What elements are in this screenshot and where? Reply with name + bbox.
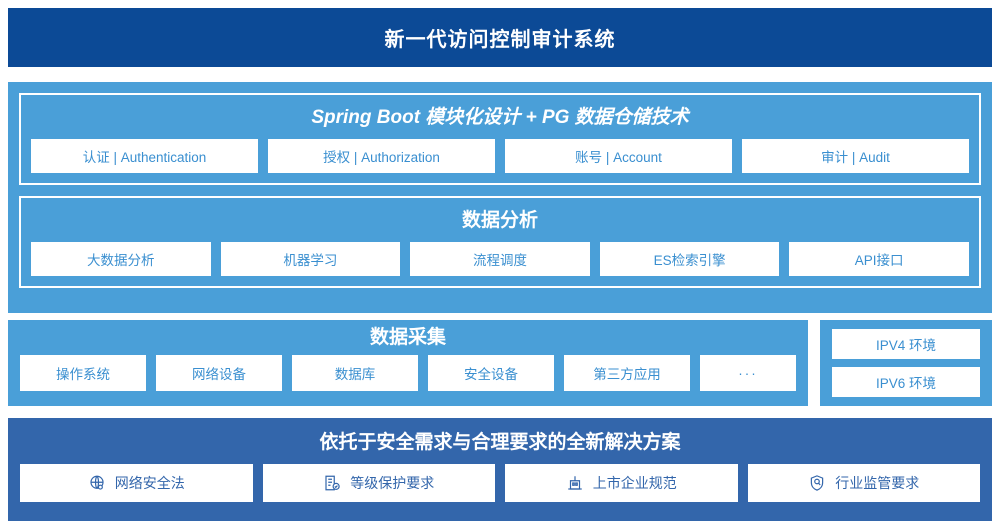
analysis-chip-row: 大数据分析 机器学习 流程调度 ES检索引擎 API接口 <box>31 242 969 276</box>
chip-label: 大数据分析 <box>87 253 155 268</box>
chip-label: 认证 | Authentication <box>82 150 207 165</box>
solution-panel: 依托于安全需求与合理要求的全新解决方案 网络安全法 <box>8 418 992 521</box>
chip-label: API接口 <box>854 253 904 268</box>
core-chip-authorization[interactable]: 授权 | Authorization <box>268 139 495 173</box>
chip-label: 操作系统 <box>56 367 110 382</box>
collection-chip-database[interactable]: 数据库 <box>292 355 418 391</box>
block-spacer <box>19 185 981 196</box>
chip-label: 行业监管要求 <box>835 475 920 491</box>
chip-label: ··· <box>738 365 758 381</box>
analysis-block-title: 数据分析 <box>461 210 538 231</box>
analysis-chip-api[interactable]: API接口 <box>789 242 969 276</box>
collection-chip-more[interactable]: ··· <box>700 355 796 391</box>
environment-chip-ipv6[interactable]: IPV6 环境 <box>832 367 980 397</box>
collection-chip-row: 操作系统 网络设备 数据库 安全设备 第三方应用 ··· <box>20 355 796 391</box>
chip-label: 数据库 <box>334 367 376 382</box>
chip-label: 安全设备 <box>464 367 518 382</box>
chip-label: 授权 | Authorization <box>323 150 440 165</box>
core-chip-authentication[interactable]: 认证 | Authentication <box>31 139 258 173</box>
collection-chip-third-party-app[interactable]: 第三方应用 <box>564 355 690 391</box>
document-check-icon <box>323 474 341 492</box>
solution-title: 依托于安全需求与合理要求的全新解决方案 <box>319 432 681 453</box>
solution-chip-grade-protection[interactable]: 等级保护要求 <box>262 464 495 502</box>
analysis-chip-machine-learning[interactable]: 机器学习 <box>220 242 401 276</box>
core-chip-account[interactable]: 账号 | Account <box>505 139 732 173</box>
collection-panel: 数据采集 操作系统 网络设备 数据库 安全设备 第三方应用 ··· <box>8 320 808 406</box>
chip-label: IPV4 环境 <box>875 338 937 353</box>
core-chip-audit[interactable]: 审计 | Audit <box>742 139 969 173</box>
chip-label: 审计 | Audit <box>821 150 890 165</box>
chip-label: ES检索引擎 <box>653 253 726 268</box>
page-title: 新一代访问控制审计系统 <box>384 29 616 51</box>
solution-chip-listed-enterprise[interactable]: 上市企业规范 <box>505 464 738 502</box>
shield-search-icon <box>808 474 826 492</box>
analysis-block: 数据分析 大数据分析 机器学习 流程调度 ES检索引擎 API接口 <box>19 196 981 288</box>
chip-label: 等级保护要求 <box>350 475 435 491</box>
chip-label: 机器学习 <box>283 253 338 268</box>
analysis-chip-bigdata[interactable]: 大数据分析 <box>31 242 211 276</box>
core-block-title: Spring Boot 模块化设计 + PG 数据仓储技术 <box>311 107 689 128</box>
analysis-chip-es-search[interactable]: ES检索引擎 <box>599 242 780 276</box>
platform-panel: Spring Boot 模块化设计 + PG 数据仓储技术 认证 | Authe… <box>8 82 992 313</box>
chip-label: 第三方应用 <box>593 367 661 382</box>
environment-panel: IPV4 环境 IPV6 环境 <box>820 320 992 406</box>
chip-label: 流程调度 <box>472 253 527 268</box>
header-bar: 新一代访问控制审计系统 <box>8 8 992 67</box>
globe-network-icon <box>88 474 106 492</box>
chip-label: 上市企业规范 <box>592 475 677 491</box>
collection-chip-security-device[interactable]: 安全设备 <box>428 355 554 391</box>
collection-chip-os[interactable]: 操作系统 <box>20 355 146 391</box>
chip-label: IPV6 环境 <box>875 376 937 391</box>
collection-row: 数据采集 操作系统 网络设备 数据库 安全设备 第三方应用 ··· <box>8 320 992 406</box>
chip-label: 网络设备 <box>192 367 246 382</box>
solution-chip-cybersecurity-law[interactable]: 网络安全法 <box>20 464 253 502</box>
solution-chip-row: 网络安全法 等级保护要求 <box>20 464 980 502</box>
analysis-chip-process-scheduling[interactable]: 流程调度 <box>410 242 590 276</box>
core-chip-row: 认证 | Authentication 授权 | Authorization 账… <box>31 139 969 173</box>
chip-label: 网络安全法 <box>114 475 185 491</box>
collection-title: 数据采集 <box>369 327 446 348</box>
collection-chip-network-device[interactable]: 网络设备 <box>156 355 282 391</box>
solution-chip-industry-regulation[interactable]: 行业监管要求 <box>747 464 980 502</box>
chip-label: 账号 | Account <box>575 150 662 165</box>
environment-chip-ipv4[interactable]: IPV4 环境 <box>832 329 980 359</box>
core-block: Spring Boot 模块化设计 + PG 数据仓储技术 认证 | Authe… <box>19 93 981 185</box>
bank-building-icon <box>566 474 584 492</box>
